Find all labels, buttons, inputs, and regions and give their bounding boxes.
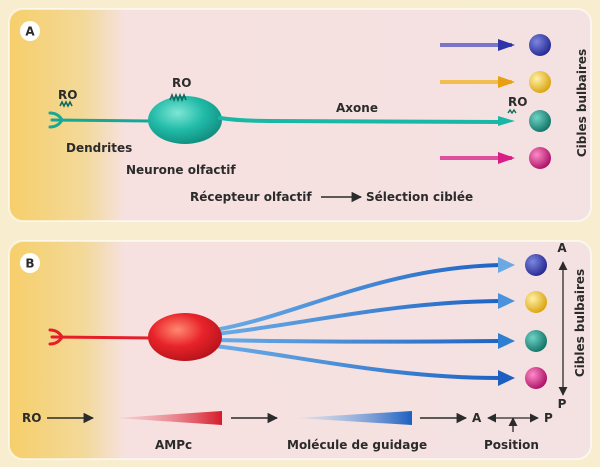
target-b-magenta xyxy=(525,367,547,389)
dendrites-label: Dendrites xyxy=(66,141,132,155)
dendrites-fork-red xyxy=(48,328,154,346)
panel-b: B A P Cibles bu xyxy=(8,240,592,460)
target-glomerulus-yellow xyxy=(529,71,551,93)
axis-top-label: A xyxy=(557,241,567,255)
ro-receptor-left xyxy=(59,100,73,108)
target-axons xyxy=(440,39,515,164)
target-b-blue xyxy=(525,254,547,276)
position-label: Position xyxy=(484,438,539,452)
ro-terminal-label: RO xyxy=(508,95,527,109)
flow-ro-label: RO xyxy=(22,411,41,425)
panel-a-letter-badge xyxy=(20,21,40,41)
target-b-teal xyxy=(525,330,547,352)
targets-label-b: Cibles bulbaires xyxy=(573,269,587,377)
panel-a-letter: A xyxy=(25,25,35,39)
flow-from-label: Récepteur olfactif xyxy=(190,190,312,204)
axis-bottom-label: P xyxy=(558,397,567,411)
guidance-label: Molécule de guidage xyxy=(287,438,427,452)
panel-a-background xyxy=(9,9,591,221)
ro-left-label: RO xyxy=(58,88,77,102)
guidance-gradient-wedge xyxy=(296,411,412,425)
axon-terminal-magenta xyxy=(498,152,515,164)
targets-label-a: Cibles bulbaires xyxy=(575,49,589,157)
neuron-label: Neurone olfactif xyxy=(126,163,236,177)
panel-a: A xyxy=(8,8,592,222)
target-b-yellow xyxy=(525,291,547,313)
guided-axons xyxy=(213,263,502,380)
flow-a-label: A xyxy=(472,411,482,425)
axon xyxy=(218,116,502,124)
ampc-label: AMPc xyxy=(155,438,192,452)
ro-soma-label: RO xyxy=(172,76,191,90)
panel-b-background xyxy=(9,241,591,459)
neuron-soma-red xyxy=(148,313,222,361)
flow-p-label: P xyxy=(544,411,553,425)
axon-terminal-blue xyxy=(498,39,515,51)
target-glomerulus-magenta xyxy=(529,147,551,169)
ampc-gradient-wedge xyxy=(116,411,222,425)
panel-b-letter-badge xyxy=(20,253,40,273)
target-glomerulus-blue xyxy=(529,34,551,56)
dendrites-fork xyxy=(48,111,152,129)
target-glomerulus-teal xyxy=(529,110,551,132)
flow-to-label: Sélection ciblée xyxy=(366,190,473,204)
axon-terminal-teal xyxy=(498,108,517,126)
axon-terminals-b xyxy=(498,257,515,386)
ro-receptor-soma xyxy=(169,92,187,103)
axon-label: Axone xyxy=(336,101,378,115)
panel-b-letter: B xyxy=(25,257,34,271)
axon-terminal-yellow xyxy=(498,76,515,88)
olfactory-neuron-soma xyxy=(148,96,222,144)
